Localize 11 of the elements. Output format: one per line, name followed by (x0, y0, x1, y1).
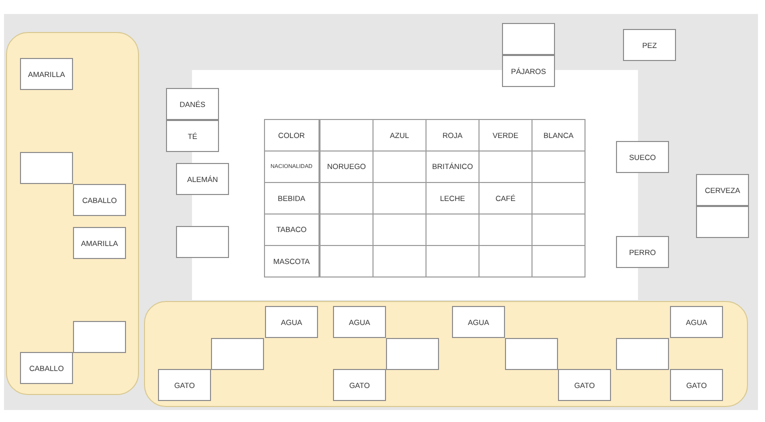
empty-box (386, 338, 439, 370)
empty-box (20, 152, 73, 184)
group-panel (144, 301, 748, 407)
empty-box (505, 338, 558, 370)
empty-box (211, 338, 264, 370)
group-panel (6, 32, 139, 395)
empty-box (176, 226, 229, 258)
empty-box (696, 206, 749, 238)
empty-box (616, 338, 669, 370)
empty-box (502, 23, 555, 55)
empty-box (73, 321, 126, 353)
